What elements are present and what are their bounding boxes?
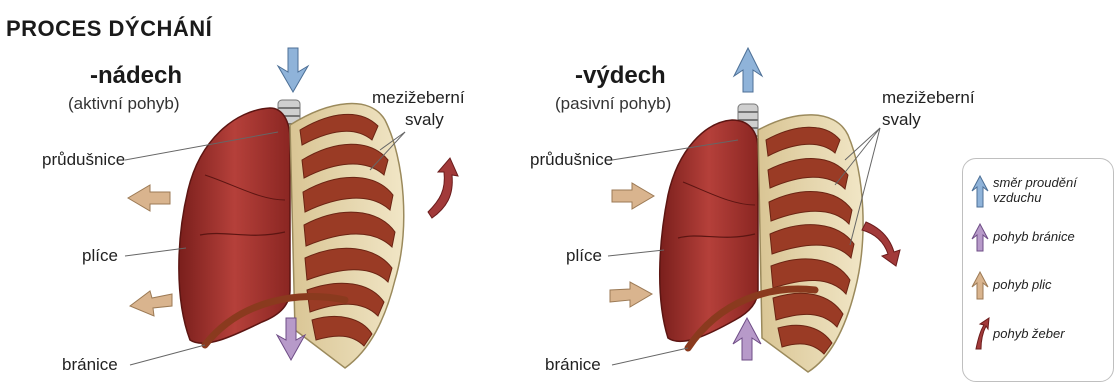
exhale-figure xyxy=(608,48,900,372)
inhale-figure xyxy=(125,48,458,368)
breathing-illustration xyxy=(0,0,960,383)
legend-item-rib-movement: pohyb žeber xyxy=(963,317,1113,357)
inhale-lung-arrow-upper xyxy=(128,185,170,211)
legend-item-diaphragm-movement: pohyb bránice xyxy=(963,223,1113,263)
diaphragm-movement-arrow-icon xyxy=(969,223,991,253)
inhale-lung-arrow-lower xyxy=(130,291,172,316)
inhale-air-arrow xyxy=(278,48,308,92)
exhale-air-arrow xyxy=(734,48,762,92)
legend-item-air-flow: směr proudění vzduchu xyxy=(963,173,1113,213)
legend-item-lung-movement: pohyb plic xyxy=(963,271,1113,311)
legend-diaphragm-movement-text: pohyb bránice xyxy=(993,229,1075,244)
exhale-lung-arrow-upper xyxy=(612,183,654,209)
rib-movement-arrow-icon xyxy=(968,317,992,351)
exhale-lung-arrow-lower xyxy=(610,282,652,307)
exhale-diaphragm-arrow xyxy=(733,318,761,360)
inhale-rib-arrow xyxy=(428,158,458,218)
legend: směr proudění vzduchu pohyb bránice pohy… xyxy=(962,158,1114,382)
legend-rib-movement-text: pohyb žeber xyxy=(993,326,1065,341)
legend-air-flow-line2: vzduchu xyxy=(993,190,1041,205)
lung-movement-arrow-icon xyxy=(969,271,991,301)
inhale-lung xyxy=(179,108,290,343)
legend-lung-movement-text: pohyb plic xyxy=(993,277,1052,292)
exhale-lung xyxy=(660,120,758,341)
air-flow-arrow-icon xyxy=(969,175,991,209)
legend-air-flow-line1: směr proudění xyxy=(993,175,1077,190)
exhale-rib-arrow xyxy=(862,222,900,266)
